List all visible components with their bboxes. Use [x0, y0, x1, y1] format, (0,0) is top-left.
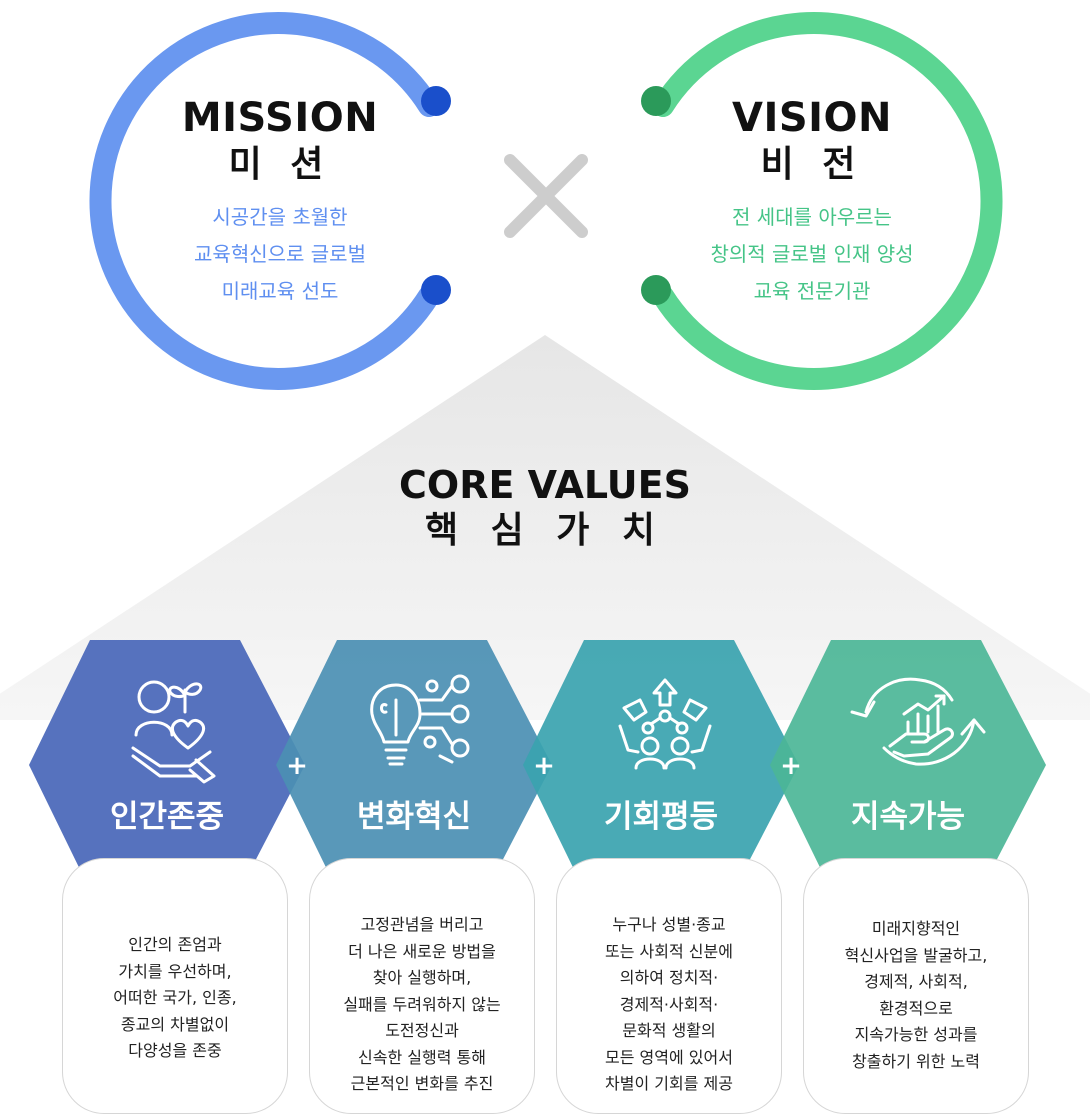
card-line: 경제적·사회적·	[619, 994, 719, 1014]
vision-ring-dot-top	[641, 86, 671, 116]
mission-description: 시공간을 초월한 교육혁신으로 글로벌 미래교육 선도	[130, 199, 430, 310]
value-label-equality: 기회평등	[603, 799, 719, 835]
value-hexagon-sustainability	[770, 640, 1046, 890]
card-line: 미래지향적인	[871, 919, 961, 938]
value-card-text: 인간의 존엄과 가치를 우선하며, 어떠한 국가, 인종, 종교의 차별없이 다…	[63, 932, 287, 1065]
core-values-title: CORE VALUES	[399, 463, 691, 507]
vision-ring-dot-bottom	[641, 275, 671, 305]
card-line: 의하여 정치적·	[619, 968, 719, 987]
value-card-text: 미래지향적인 혁신사업을 발굴하고, 경제적, 사회적, 환경적으로 지속가능한…	[804, 916, 1028, 1075]
card-line: 차별이 기회를 제공	[605, 1074, 733, 1093]
card-line: 종교의 차별없이	[120, 1014, 230, 1034]
sustainable-growth-icon	[850, 677, 986, 766]
card-line: 환경적으로	[879, 998, 953, 1018]
mission-desc-line: 미래교육 선도	[221, 279, 339, 303]
value-card-text: 누구나 성별·종교 또는 사회적 신분에 의하여 정치적· 경제적·사회적· 문…	[557, 912, 781, 1098]
card-line: 인간의 존엄과	[128, 935, 222, 954]
vision-title: VISION	[731, 95, 892, 141]
value-hexagon-equality	[523, 640, 799, 890]
plus-icon: +	[780, 751, 802, 781]
lightbulb-circuit-icon	[370, 674, 470, 766]
mission-title: MISSION	[181, 95, 379, 141]
card-line: 또는 사회적 신분에	[605, 941, 733, 961]
card-line: 도전정신과	[385, 1021, 459, 1040]
card-line: 고정관념을 버리고	[360, 915, 484, 934]
mission-ring-dot-bottom	[421, 275, 451, 305]
plus-icon: +	[286, 751, 308, 781]
mission-desc-line: 시공간을 초월한	[212, 205, 348, 229]
core-values-heading: CORE VALUES 핵 심 가 치	[345, 462, 745, 554]
value-hexagon-group	[29, 640, 1046, 890]
value-hexagon-innovation	[276, 640, 552, 890]
value-card-sustainability: 미래지향적인 혁신사업을 발굴하고, 경제적, 사회적, 환경적으로 지속가능한…	[803, 858, 1029, 1114]
card-line: 실패를 두려워하지 않는	[343, 994, 501, 1014]
vision-desc-line: 전 세대를 아우르는	[732, 205, 892, 229]
card-line: 모든 영역에 있어서	[605, 1047, 733, 1067]
value-label-sustainability: 지속가능	[850, 799, 966, 835]
value-label-innovation: 변화혁신	[356, 799, 472, 835]
card-line: 경제적, 사회적,	[864, 972, 968, 991]
mission-title-ko: 미 션	[228, 144, 332, 185]
card-line: 근본적인 변화를 추진	[350, 1074, 494, 1093]
card-line: 누구나 성별·종교	[612, 915, 726, 934]
vision-description: 전 세대를 아우르는 창의적 글로벌 인재 양성 교육 전문기관	[662, 199, 962, 310]
vision-ring	[641, 12, 1003, 390]
core-values-triangle	[0, 335, 1090, 720]
card-line: 문화적 생활의	[622, 1021, 716, 1040]
card-line: 찾아 실행하며,	[372, 968, 472, 987]
card-line: 다양성을 존중	[128, 1041, 222, 1060]
card-line: 혁신사업을 발굴하고,	[844, 945, 988, 965]
plus-icon: +	[533, 751, 555, 781]
mission-text-block: MISSION 미 션 시공간을 초월한 교육혁신으로 글로벌 미래교육 선도	[130, 95, 430, 310]
value-card-respect: 인간의 존엄과 가치를 우선하며, 어떠한 국가, 인종, 종교의 차별없이 다…	[62, 858, 288, 1114]
value-card-innovation: 고정관념을 버리고 더 나은 새로운 방법을 찾아 실행하며, 실패를 두려워하…	[309, 858, 535, 1114]
value-label-respect: 인간존중	[109, 799, 225, 835]
vision-desc-line: 창의적 글로벌 인재 양성	[710, 242, 914, 266]
card-line: 지속가능한 성과를	[854, 1025, 978, 1044]
mission-desc-line: 교육혁신으로 글로벌	[194, 242, 366, 266]
mission-ring	[89, 12, 451, 390]
card-line: 어떠한 국가, 인종,	[113, 988, 237, 1007]
card-line: 신속한 실행력 통해	[358, 1047, 486, 1067]
vision-desc-line: 교육 전문기관	[753, 279, 871, 303]
people-network-icon	[618, 678, 712, 770]
mission-ring-dot-top	[421, 86, 451, 116]
times-icon	[504, 154, 588, 238]
value-card-text: 고정관념을 버리고 더 나은 새로운 방법을 찾아 실행하며, 실패를 두려워하…	[310, 912, 534, 1098]
card-line: 가치를 우선하며,	[118, 961, 232, 981]
value-card-equality: 누구나 성별·종교 또는 사회적 신분에 의하여 정치적· 경제적·사회적· 문…	[556, 858, 782, 1114]
card-line: 창출하기 위한 노력	[852, 1051, 980, 1071]
core-values-title-ko: 핵 심 가 치	[424, 510, 666, 551]
card-line: 더 나은 새로운 방법을	[348, 941, 496, 961]
vision-title-ko: 비 전	[760, 144, 864, 185]
vision-text-block: VISION 비 전 전 세대를 아우르는 창의적 글로벌 인재 양성 교육 전…	[662, 95, 962, 310]
heart-hand-plant-icon	[131, 680, 216, 784]
